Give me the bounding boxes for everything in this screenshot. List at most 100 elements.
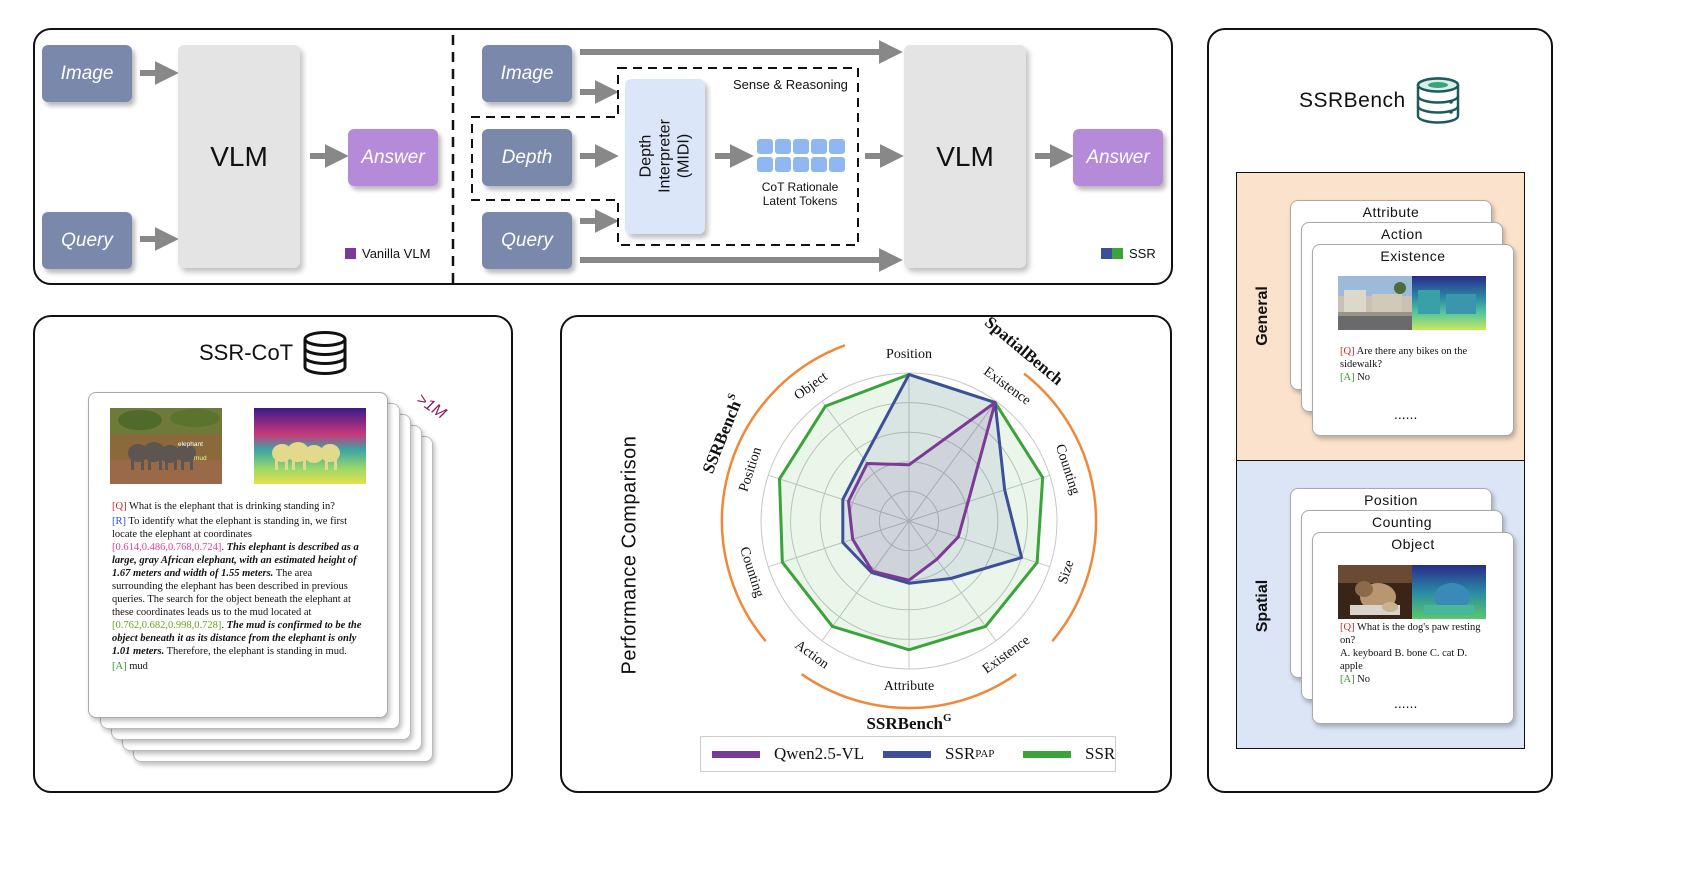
radar-axis-label: Existence: [980, 633, 1033, 677]
ssrbench-title: SSRBench: [1299, 89, 1406, 112]
vanilla-legend-swatch: [345, 248, 356, 259]
ssr-depth-input-box: Depth: [482, 129, 572, 186]
spatial-options: A. keyboard B. bone C. cat D. apple: [1340, 648, 1468, 672]
latent-tokens-caption-line1: CoT Rationale: [761, 180, 839, 194]
radar-spoke: [768, 520, 910, 568]
cot-answer: mud: [126, 661, 148, 672]
legend-label-ssr: SSR: [1085, 744, 1116, 763]
ssr-legend: SSR: [1101, 246, 1156, 261]
latent-tokens-caption: CoT Rationale Latent Tokens: [740, 180, 860, 208]
radar-series-pap: [841, 373, 1024, 585]
elephant-photo: elephant mud: [110, 408, 222, 484]
street-photo: [1338, 276, 1412, 330]
cot-text: [Q] What is the elephant that is drinkin…: [112, 500, 362, 673]
legend-swatch-ssr: [1023, 750, 1071, 758]
reasoning-part4: The area surrounding the elephant has be…: [112, 568, 351, 618]
radar-spoke: [768, 474, 910, 522]
card-title: Position: [1364, 492, 1418, 508]
card-title: Attribute: [1362, 204, 1420, 220]
ssr-query-input-box: Query: [482, 212, 572, 269]
spatial-ellipsis: ......: [1394, 695, 1418, 711]
reasoning-part7: Therefore, the elephant is standing in m…: [164, 646, 347, 657]
radar-spoke: [908, 474, 1050, 522]
dog-depth-map: [1412, 565, 1486, 619]
midi-box: Depth Interpreter (MIDI): [625, 79, 705, 234]
legend-label-pap-sub: PAP: [975, 748, 995, 760]
dog-photo: [1338, 565, 1412, 619]
ssrbench-s-arc: [720, 344, 846, 643]
ssr-answer-box: Answer: [1073, 129, 1163, 186]
legend-label-pap: SSR: [945, 744, 976, 763]
radar-spoke: [908, 520, 997, 642]
ssr-legend-swatch-green: [1112, 248, 1123, 259]
elephant-depth-map: [254, 408, 366, 484]
radar-spoke: [908, 400, 997, 522]
ssrbench-g-label: SSRBenchG: [866, 712, 952, 733]
performance-panel: [560, 315, 1172, 793]
mud-coordinates: [0.762,0.682,0.998,0.728]: [112, 620, 222, 631]
card-title: Existence: [1380, 248, 1446, 264]
radar-series-ssr: [778, 373, 1045, 652]
general-question-tag: [Q]: [1340, 346, 1355, 357]
reasoning-part1: To identify what the elephant is standin…: [112, 516, 347, 540]
ssr-legend-swatch-blue: [1101, 248, 1112, 259]
radar-axis-label: Counting: [1052, 443, 1082, 497]
radar-axis-label: Position: [886, 347, 932, 362]
card-title: Counting: [1371, 514, 1433, 530]
reasoning-part2: .: [221, 542, 227, 553]
card-title: Action: [1381, 226, 1423, 242]
sense-reasoning-region: [471, 67, 859, 246]
spatial-question: What is the dog's paw resting on?: [1340, 622, 1481, 646]
database-icon: [1416, 77, 1460, 124]
radar-axis-label: Attribute: [884, 679, 935, 694]
sense-reasoning-label: Sense & Reasoning: [733, 77, 848, 92]
radar-axis-label: Size: [1056, 558, 1078, 586]
vanilla-answer-box: Answer: [348, 129, 438, 186]
elephant-tag: elephant: [178, 441, 203, 448]
radar-series-qwen: [847, 401, 997, 582]
general-label: General: [1254, 286, 1271, 346]
general-ellipsis: ......: [1394, 406, 1418, 422]
query-input-box: Query: [42, 212, 132, 269]
spatial-answer: No: [1354, 674, 1371, 685]
reasoning-part3: This elephant is described as a large, g…: [112, 542, 359, 579]
image-input-box: Image: [42, 45, 132, 102]
legend-swatch-qwen: [712, 750, 760, 758]
answer-tag: [A]: [112, 661, 127, 672]
radar-spoke: [908, 520, 1050, 568]
spatial-label: Spatial: [1254, 579, 1271, 633]
radar-spoke: [821, 520, 910, 642]
legend-label-qwen: Qwen2.5-VL: [774, 744, 865, 763]
ssrbench-g-arc: [800, 673, 1018, 710]
general-answer-tag: [A]: [1340, 372, 1355, 383]
elephant-coordinates: [0.614,0.486,0.768,0.724]: [112, 542, 222, 553]
database-icon: [303, 331, 347, 375]
mud-tag: mud: [194, 455, 207, 462]
legend-item-qwen: Qwen2.5-VL: [712, 744, 864, 764]
legend-item-ssr: SSR: [1023, 744, 1115, 764]
radar-axis-label: Position: [737, 445, 765, 493]
ssr-cot-title: SSR-CoT: [199, 340, 294, 365]
spatial-card-object: Object: [1312, 532, 1514, 724]
spatialbench-arc: [1023, 372, 1098, 643]
vanilla-legend-label: Vanilla VLM: [362, 246, 431, 261]
ssr-vlm-box: VLM: [904, 45, 1026, 268]
spatial-answer-tag: [A]: [1340, 674, 1355, 685]
ssrbench-s-label: SSRBenchS: [696, 391, 747, 476]
ssr-image-input-box: Image: [482, 45, 572, 102]
street-depth-map: [1412, 276, 1486, 330]
general-question: Are there any bikes on the sidewalk?: [1340, 346, 1468, 370]
latent-tokens: [757, 139, 845, 172]
legend-swatch-pap: [883, 750, 931, 758]
spatial-question-tag: [Q]: [1340, 622, 1355, 633]
general-answer: No: [1354, 372, 1371, 383]
vanilla-vlm-box: VLM: [178, 45, 300, 268]
radar-axis-label: Object: [792, 369, 831, 403]
vanilla-legend: Vanilla VLM: [345, 246, 430, 261]
general-sample-text: [Q] Are there any bikes on the sidewalk?…: [1340, 345, 1490, 384]
cot-question: What is the elephant that is drinking st…: [126, 501, 335, 512]
reasoning-tag: [R]: [112, 516, 126, 527]
